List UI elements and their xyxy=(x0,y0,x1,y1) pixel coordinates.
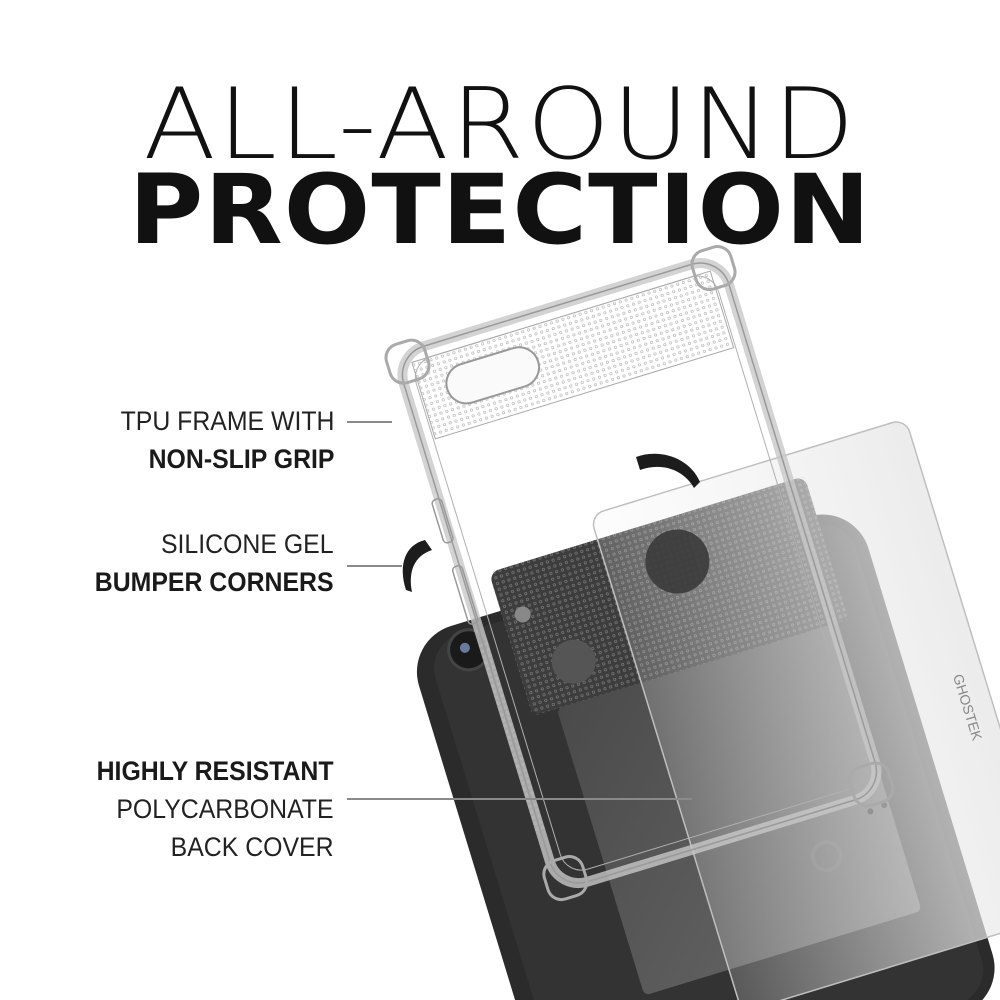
leader-line-bumper-corners xyxy=(347,565,402,567)
tpu-frame xyxy=(384,245,895,902)
bumper-corner-left xyxy=(402,540,432,592)
feature-bumper-line2: BUMPER CORNERS xyxy=(95,567,334,597)
headline-line-1: ALL-AROUND xyxy=(143,68,857,182)
feature-bumper-line1: SILICONE GEL xyxy=(161,529,334,559)
headline-line-2: PROTECTION xyxy=(128,154,872,266)
bumper-corner-right xyxy=(636,453,700,488)
feature-back-cover-line1: HIGHLY RESISTANT xyxy=(97,756,334,786)
leader-line-tpu-frame xyxy=(347,421,392,423)
feature-tpu-frame-line2: NON-SLIP GRIP xyxy=(148,444,334,474)
feature-tpu-frame-line1: TPU FRAME WITH xyxy=(120,406,334,436)
feature-tpu-frame: TPU FRAME WITH NON-SLIP GRIP xyxy=(120,402,334,478)
feature-back-cover: HIGHLY RESISTANT POLYCARBONATE BACK COVE… xyxy=(97,752,334,866)
feature-back-cover-line2: POLYCARBONATE xyxy=(116,794,334,824)
feature-bumper-corners: SILICONE GEL BUMPER CORNERS xyxy=(95,525,334,601)
leader-line-back-cover xyxy=(347,798,692,800)
back-cover: GHOSTEK xyxy=(592,421,1000,1000)
feature-back-cover-line3: BACK COVER xyxy=(171,832,334,862)
